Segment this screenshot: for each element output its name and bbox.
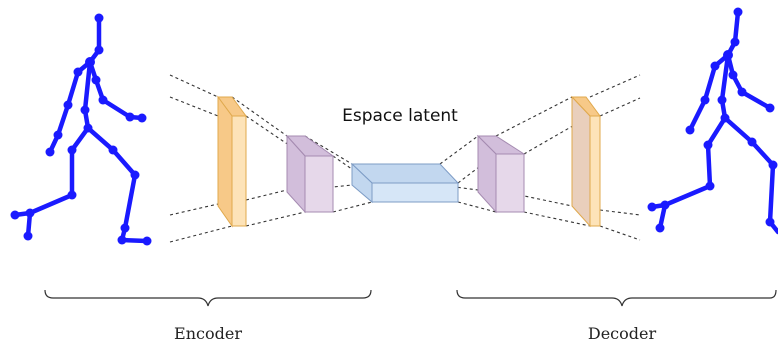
decoder-label: Decoder xyxy=(588,324,657,343)
latent-space-label: Espace latent xyxy=(342,106,458,126)
encoder-layer-1-side xyxy=(217,95,233,228)
encoder-projection-lines xyxy=(169,74,373,243)
encoder-label: Encoder xyxy=(174,324,242,343)
decoder-projection-lines xyxy=(439,74,641,241)
input-skeleton xyxy=(10,13,152,246)
encoder-layer-2 xyxy=(285,134,335,214)
decoder-layer-1-face xyxy=(495,153,525,213)
output-skeleton xyxy=(647,7,778,235)
latent-space-block xyxy=(350,162,460,204)
latent-space-face xyxy=(371,182,459,203)
decoder-layer-2-side xyxy=(571,95,591,228)
decoder-layer-2 xyxy=(570,95,601,228)
decoder-brace xyxy=(456,289,777,307)
encoder-brace xyxy=(44,289,372,307)
encoder-layer-2-face xyxy=(304,155,334,213)
encoder-layer-1 xyxy=(217,95,247,228)
decoder-layer-2-face xyxy=(589,115,601,227)
encoder-layer-1-face xyxy=(231,115,247,227)
decoder-layer-1 xyxy=(476,134,526,214)
